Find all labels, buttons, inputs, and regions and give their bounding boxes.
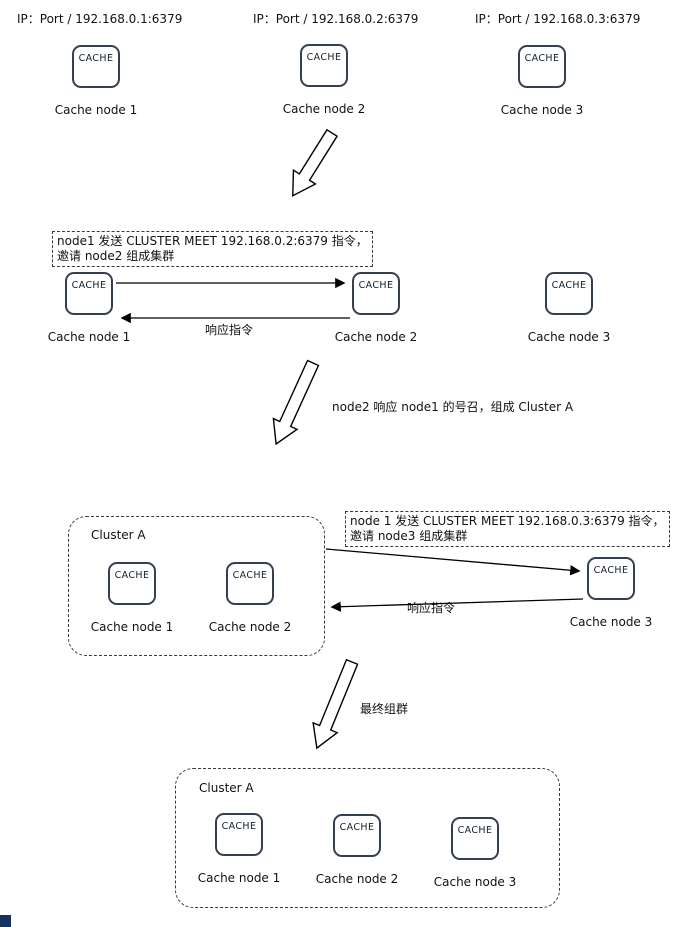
cache-node-step2-3: CACHE Cache node 3 [521,272,617,344]
flow-block-arrow-step1-to-step2 [292,128,339,197]
command-line: 邀请 node2 组成集群 [57,249,175,263]
cache-node-label: Cache node 1 [197,871,281,885]
command-line: 邀请 node3 组成集群 [350,529,468,543]
cache-box: CACHE [300,44,348,87]
cluster-a-container-step3: Cluster A [68,516,325,656]
ip-label-node1: IP：Port / 192.168.0.1:6379 [17,12,183,26]
cache-node-step1-1: CACHE Cache node 1 [48,45,144,117]
cluster-meet-command-box-1: node1 发送 CLUSTER MEET 192.168.0.2:6379 指… [52,231,373,267]
cache-node-label: Cache node 1 [54,103,138,117]
cache-node-label: Cache node 2 [282,102,366,116]
cache-node-step1-3: CACHE Cache node 3 [494,45,590,117]
command-line: node1 发送 CLUSTER MEET 192.168.0.2:6379 指… [57,234,368,248]
response-label-step2: 响应指令 [205,323,254,337]
cache-node-step4-1: CACHE Cache node 1 [191,813,287,885]
cache-box-label: CACHE [339,822,375,833]
cache-node-label: Cache node 2 [208,620,292,634]
cache-node-label: Cache node 3 [500,103,584,117]
cache-box-label: CACHE [524,53,560,64]
cache-node-label: Cache node 1 [90,620,174,634]
cache-box-label: CACHE [71,280,107,291]
cache-box: CACHE [226,562,274,605]
cache-box-label: CACHE [593,565,629,576]
corner-artifact [0,915,11,927]
cache-node-label: Cache node 2 [315,872,399,886]
cache-box-label: CACHE [358,280,394,291]
cache-node-step1-2: CACHE Cache node 2 [276,44,372,116]
cache-box: CACHE [65,272,113,315]
cluster-a-container-step4: Cluster A [175,768,560,908]
response-label-step3: 响应指令 [407,599,456,616]
cache-box: CACHE [215,813,263,856]
cache-node-step4-3: CACHE Cache node 3 [427,817,523,889]
flow-block-arrow-step3-to-step4 [312,658,359,750]
command-line: node 1 发送 CLUSTER MEET 192.168.0.3:6379 … [350,514,665,528]
cache-box-label: CACHE [551,280,587,291]
cache-node-label: Cache node 3 [433,875,517,889]
cache-box: CACHE [333,814,381,857]
cache-box: CACHE [352,272,400,315]
cache-node-step3-1: CACHE Cache node 1 [84,562,180,634]
flow-block-arrow-step2-to-step3 [272,359,320,446]
ip-label-node3: IP：Port / 192.168.0.3:6379 [475,12,641,26]
cache-node-step4-2: CACHE Cache node 2 [309,814,405,886]
cache-box: CACHE [587,557,635,600]
cache-box-label: CACHE [232,570,268,581]
cache-node-label: Cache node 3 [569,615,653,629]
cache-box: CACHE [518,45,566,88]
ip-label-node2: IP：Port / 192.168.0.2:6379 [253,12,419,26]
cache-node-step3-3: CACHE Cache node 3 [563,557,659,629]
cache-node-step2-2: CACHE Cache node 2 [328,272,424,344]
meet-arrow-step3 [325,548,581,576]
response-arrow-step3 [330,598,584,612]
cache-box: CACHE [451,817,499,860]
cache-node-step3-2: CACHE Cache node 2 [202,562,298,634]
cluster-a-label: Cluster A [91,528,146,542]
cluster-meet-command-box-2: node 1 发送 CLUSTER MEET 192.168.0.3:6379 … [345,511,670,547]
cache-box: CACHE [545,272,593,315]
cache-node-label: Cache node 2 [334,330,418,344]
cache-box-label: CACHE [78,53,114,64]
cache-node-step2-1: CACHE Cache node 1 [41,272,137,344]
cache-box-label: CACHE [457,825,493,836]
cache-box: CACHE [108,562,156,605]
cluster-a-label: Cluster A [199,781,254,795]
cache-node-label: Cache node 1 [47,330,131,344]
transition-text-step2: node2 响应 node1 的号召，组成 Cluster A [332,400,574,414]
cache-node-label: Cache node 3 [527,330,611,344]
transition-text-step3: 最终组群 [360,702,409,716]
cache-box: CACHE [72,45,120,88]
cache-box-label: CACHE [114,570,150,581]
cache-box-label: CACHE [221,821,257,832]
cache-box-label: CACHE [306,52,342,63]
